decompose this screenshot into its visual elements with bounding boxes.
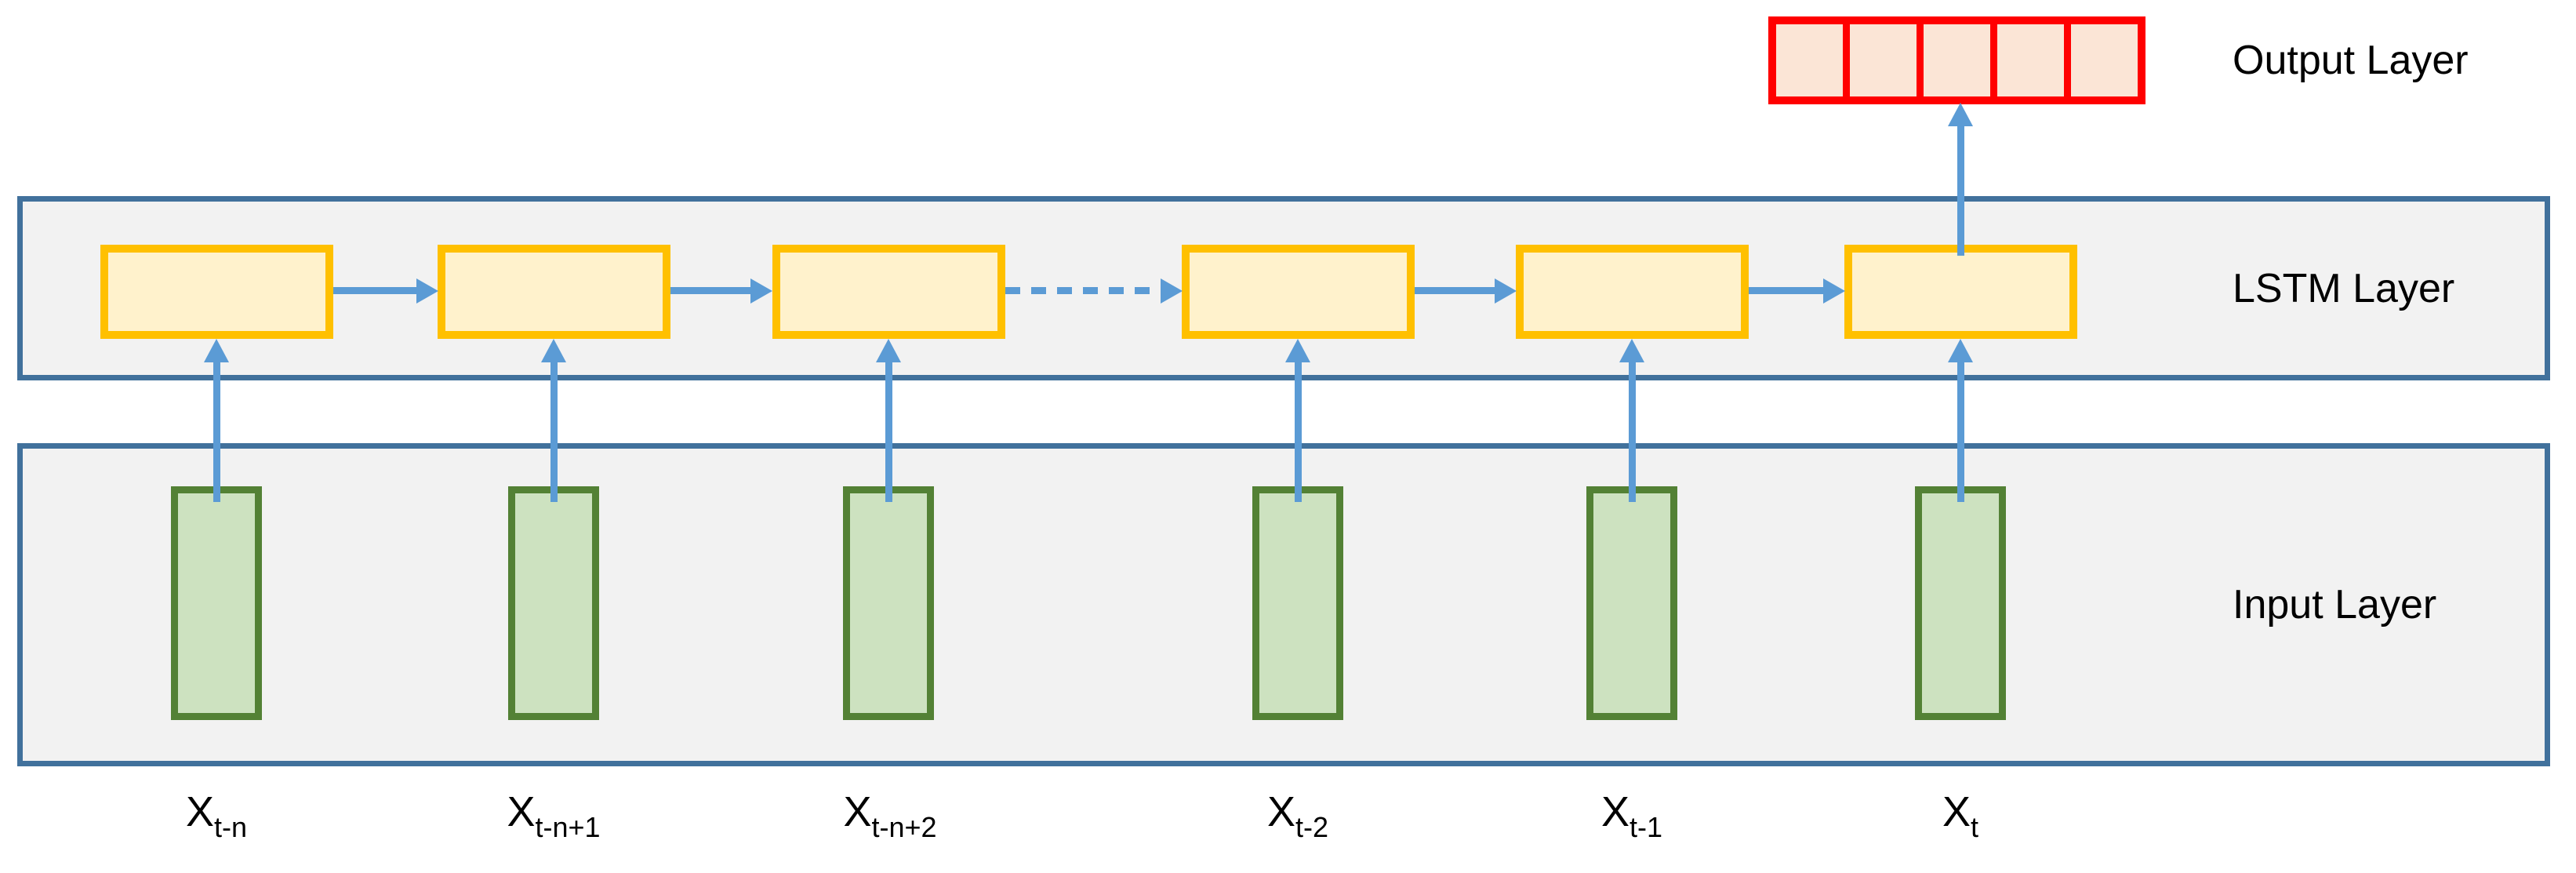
lstm-unit-4 xyxy=(1182,245,1415,339)
output-arrow-line xyxy=(1957,126,1964,256)
timestep-label-base: X xyxy=(1942,788,1971,835)
recurrent-arrowhead-2-3 xyxy=(750,278,772,304)
timestep-label-sub: t-2 xyxy=(1295,811,1329,843)
recurrent-arrowhead-5-6 xyxy=(1823,278,1845,304)
input-arrowhead-1 xyxy=(204,339,229,362)
timestep-label-sub: t xyxy=(1971,811,1979,843)
output-cell xyxy=(2071,24,2138,96)
input-arrow-line-4 xyxy=(1295,362,1302,502)
output-cell xyxy=(1997,24,2064,96)
output-arrowhead xyxy=(1948,103,1973,126)
dashed-ellipsis-arrow-line-3-4 xyxy=(1005,287,1161,294)
timestep-label-2: Xt-n+1 xyxy=(507,788,600,842)
input-arrowhead-4 xyxy=(1285,339,1310,362)
recurrent-arrow-line-5-6 xyxy=(1749,287,1823,294)
output-layer-box xyxy=(1768,16,2145,104)
timestep-label-base: X xyxy=(185,788,215,835)
input-arrow-line-6 xyxy=(1957,362,1964,502)
input-vector-4 xyxy=(1252,486,1343,720)
timestep-label-4: Xt-2 xyxy=(1266,788,1328,842)
timestep-label-3: Xt-n+2 xyxy=(843,788,936,842)
input-arrow-line-2 xyxy=(550,362,558,502)
timestep-label-6: Xt xyxy=(1942,788,1978,842)
output-cell xyxy=(1924,24,1990,96)
timestep-label-1: Xt-n xyxy=(185,788,247,842)
timestep-label-sub: t-n+2 xyxy=(871,811,937,843)
input-layer-label: Input Layer xyxy=(2233,582,2437,627)
output-cell xyxy=(1776,24,1843,96)
recurrent-arrow-line-1-2 xyxy=(333,287,416,294)
input-vector-1 xyxy=(171,486,262,720)
recurrent-arrow-line-2-3 xyxy=(670,287,750,294)
timestep-label-base: X xyxy=(1266,788,1296,835)
lstm-unit-5 xyxy=(1516,245,1749,339)
input-arrowhead-2 xyxy=(541,339,566,362)
input-vector-3 xyxy=(843,486,934,720)
timestep-label-sub: t-n+1 xyxy=(535,811,601,843)
timestep-label-sub: t-n xyxy=(214,811,248,843)
lstm-layer-label: LSTM Layer xyxy=(2233,266,2455,311)
timestep-label-base: X xyxy=(507,788,536,835)
recurrent-arrowhead-4-5 xyxy=(1495,278,1517,304)
input-arrowhead-5 xyxy=(1619,339,1644,362)
output-cell xyxy=(1850,24,1917,96)
recurrent-arrow-line-4-5 xyxy=(1415,287,1495,294)
input-arrowhead-3 xyxy=(876,339,901,362)
output-layer-label: Output Layer xyxy=(2233,38,2469,83)
input-vector-2 xyxy=(508,486,599,720)
recurrent-arrowhead-1-2 xyxy=(416,278,438,304)
input-arrow-line-5 xyxy=(1629,362,1636,502)
dashed-ellipsis-arrowhead-3-4 xyxy=(1161,278,1183,304)
lstm-unit-1 xyxy=(100,245,333,339)
timestep-label-base: X xyxy=(843,788,872,835)
timestep-label-sub: t-1 xyxy=(1630,811,1663,843)
input-arrow-line-3 xyxy=(885,362,892,502)
input-vector-6 xyxy=(1915,486,2006,720)
lstm-unit-3 xyxy=(772,245,1005,339)
input-arrow-line-1 xyxy=(213,362,220,502)
lstm-unit-6 xyxy=(1844,245,2077,339)
timestep-label-5: Xt-1 xyxy=(1600,788,1662,842)
timestep-label-base: X xyxy=(1600,788,1630,835)
input-vector-5 xyxy=(1586,486,1677,720)
input-arrowhead-6 xyxy=(1948,339,1973,362)
lstm-unit-2 xyxy=(438,245,670,339)
